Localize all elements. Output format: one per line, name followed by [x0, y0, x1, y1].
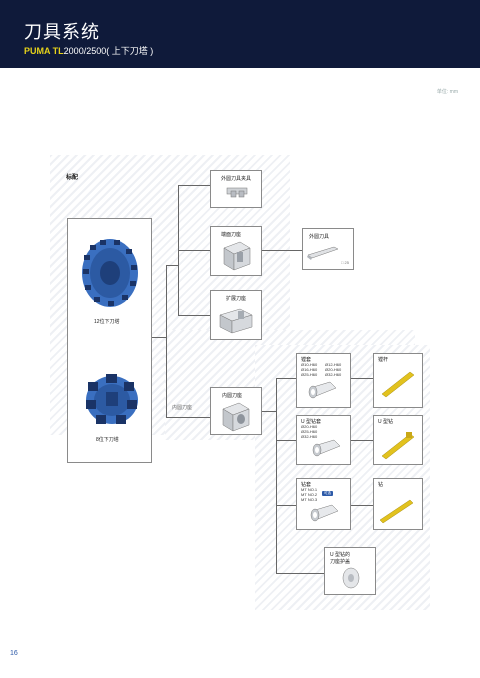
page-number: 16 [10, 650, 18, 657]
od-tool-size: □ 25 [341, 260, 349, 265]
od-clamp-label: 外圆刀具夹具 [221, 176, 252, 182]
turret-8-label: 8位下刀塔 [96, 437, 119, 443]
connector [178, 315, 210, 316]
sleeve-image [308, 381, 337, 399]
unit-label: 单位: mm [436, 89, 458, 95]
sleeve-spec: Ø10-H60 [301, 362, 318, 367]
connector [166, 265, 167, 417]
u-drill-cover-line1: U 型钻的 [330, 552, 351, 558]
u-drill-box [373, 415, 423, 465]
u-drill-cover-image [342, 567, 360, 589]
u-drill-sleeve-spec: Ø25-H60 [301, 429, 318, 434]
drill-sleeve-spec: MT NO.3 [301, 497, 318, 502]
connector [152, 337, 166, 338]
boring-bar-image [381, 371, 415, 398]
sleeve-spec: Ø32-H60 [325, 372, 342, 377]
connector [178, 185, 210, 186]
ext-holder-label: 扩展刀座 [226, 296, 247, 302]
sleeve-spec: Ø20-H60 [325, 367, 342, 372]
optional-badge: 可选 [322, 491, 333, 496]
ext-holder-image [219, 308, 253, 334]
subtitle-brand: PUMA TL [24, 46, 64, 56]
section-label: 标配 [66, 175, 79, 181]
connector [276, 378, 277, 573]
u-drill-sleeve-spec: Ø20-H60 [301, 424, 318, 429]
od-tool-image [307, 246, 339, 260]
drill-label: 钻 [378, 482, 384, 488]
connector [276, 505, 296, 506]
sleeve-box [296, 353, 351, 408]
u-drill-image [381, 432, 415, 460]
connector [178, 250, 210, 251]
drill-sleeve-title: 钻套 [301, 482, 312, 488]
page-header: 刀具系统 PUMA TL2000/2500( 上下刀塔 ) [0, 0, 480, 68]
page-subtitle: PUMA TL2000/2500( 上下刀塔 ) [24, 44, 153, 57]
connector [351, 440, 373, 441]
turret-12-label: 12位下刀塔 [94, 319, 120, 325]
sleeve-spec: Ø16-H60 [301, 367, 318, 372]
page-title: 刀具系统 [24, 22, 100, 43]
face-holder-image [223, 241, 251, 271]
id-holder-label: 内圆刀座 [222, 393, 243, 399]
boring-bar-label: 镗杆 [378, 357, 389, 363]
connector [276, 440, 296, 441]
subtitle-model: 2000/2500 [63, 46, 107, 56]
connector [351, 378, 373, 379]
drill-sleeve-box [296, 478, 351, 530]
drill-sleeve-spec: MT NO.1 [301, 487, 318, 492]
sleeve-title: 镗套 [301, 357, 312, 363]
drill-sleeve-spec: MT NO.2 [301, 492, 318, 497]
connector [262, 250, 302, 251]
branch-label-id-holder: 内圆刀座 [172, 405, 193, 411]
od-clamp-image [226, 187, 248, 198]
connector [262, 411, 276, 412]
face-holder-label: 端面刀座 [221, 232, 242, 238]
u-drill-sleeve-image [312, 439, 341, 457]
id-holder-image [222, 402, 250, 432]
connector [166, 417, 210, 418]
drill-image [379, 499, 414, 524]
u-drill-cover-line2: 刀座护盖 [330, 559, 351, 565]
turret-8-image [86, 374, 138, 424]
turret-12-image [82, 239, 138, 307]
connector [166, 265, 178, 266]
subtitle-note: ( 上下刀塔 ) [106, 46, 154, 56]
sleeve-spec: Ø25-H60 [301, 372, 318, 377]
connector [276, 378, 296, 379]
connector [351, 505, 373, 506]
sleeve-spec: Ø12-H60 [325, 362, 342, 367]
u-drill-sleeve-title: U 型钻套 [301, 419, 322, 425]
u-drill-sleeve-box [296, 415, 351, 465]
connector [276, 573, 324, 574]
u-drill-sleeve-spec: Ø32-H60 [301, 434, 318, 439]
drill-sleeve-image [310, 504, 339, 522]
u-drill-label: U 型钻 [378, 419, 394, 425]
boring-bar-box [373, 353, 423, 408]
od-tool-label: 外圆刀具 [309, 234, 330, 240]
